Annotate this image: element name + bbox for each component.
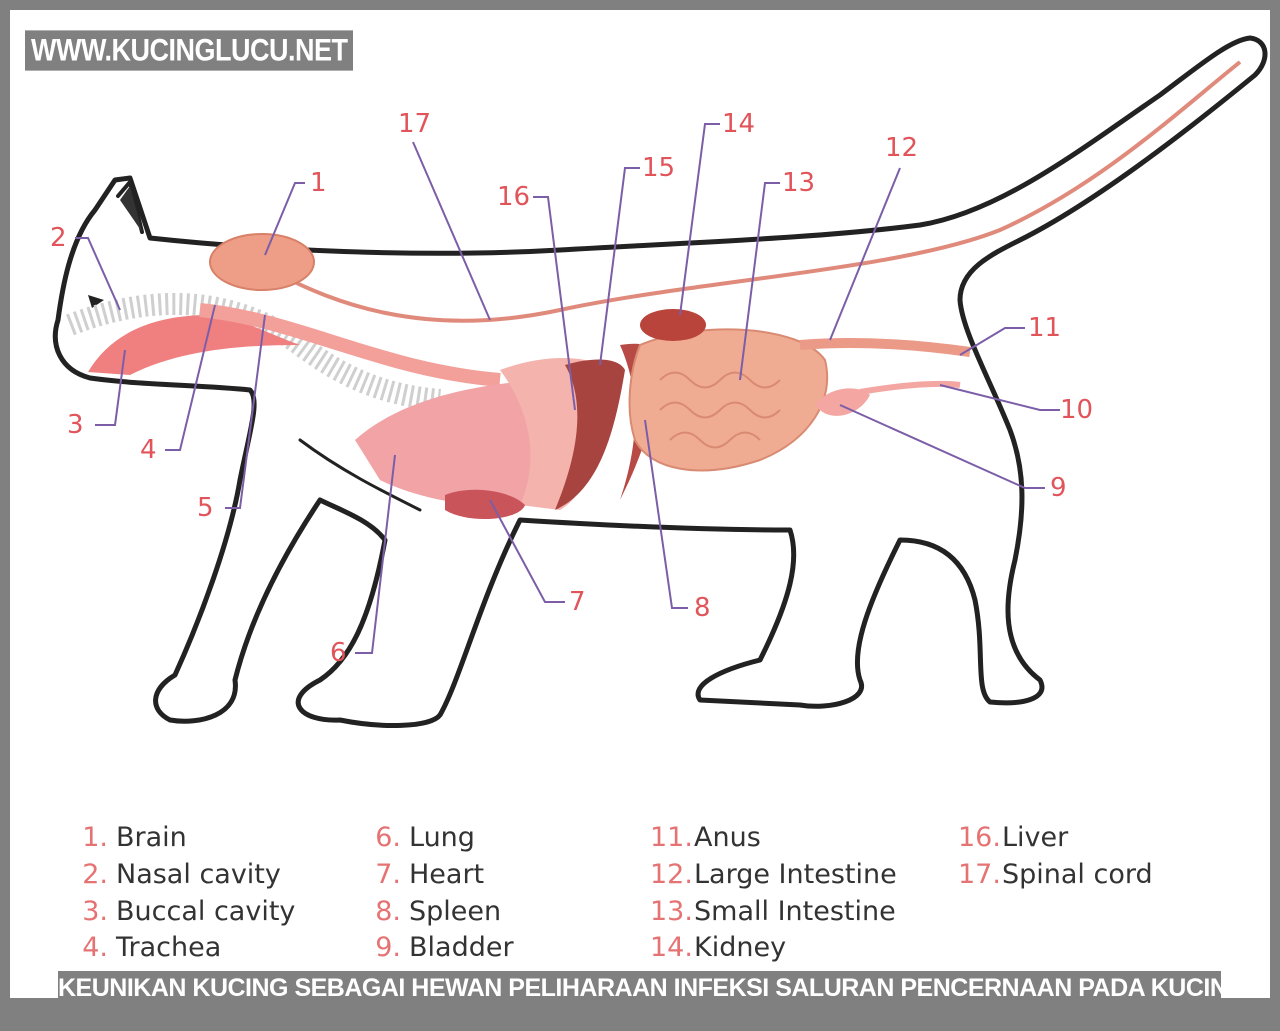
leader-16 (533, 196, 576, 411)
legend-item: 11.Anus (650, 822, 761, 853)
legend-item: 14.Kidney (650, 932, 786, 963)
leader-13 (739, 182, 780, 381)
cat-outline (52, 35, 1268, 728)
legend-label: Spinal cord (1002, 859, 1153, 890)
label-2: 2 (50, 223, 67, 253)
legend-label: Small Intestine (694, 896, 896, 927)
legend-number: 12. (650, 859, 693, 890)
bladder (815, 388, 870, 416)
legend-item: 9. Bladder (365, 932, 514, 963)
legend-number: 1. (82, 822, 108, 853)
legend-item: 12.Large Intestine (650, 859, 897, 890)
legend-label: Nasal cavity (116, 859, 281, 890)
legend-label: Bladder (409, 932, 514, 963)
legend-label: Kidney (694, 932, 787, 963)
legend-item: 16.Liver (958, 822, 1068, 853)
legend-item: 7. Heart (365, 859, 484, 890)
legend-label: Brain (116, 822, 187, 853)
legend-number: 16. (958, 822, 1001, 853)
label-15: 15 (642, 153, 676, 183)
legend-number: 11. (650, 822, 693, 853)
buccal-cavity (88, 315, 300, 375)
label-6: 6 (330, 638, 347, 668)
leader-1 (264, 182, 305, 256)
label-13: 13 (782, 168, 816, 198)
legend-number: 9. (375, 932, 401, 963)
label-17: 17 (398, 109, 432, 139)
heart (445, 489, 525, 520)
legend-number: 2. (82, 859, 108, 890)
leader-10 (939, 384, 1060, 411)
label-10: 10 (1060, 395, 1094, 425)
label-4: 4 (140, 435, 157, 465)
legend-number: 17. (958, 859, 1001, 890)
legend-number: 8. (375, 896, 401, 927)
legend-item: 8. Spleen (365, 896, 501, 927)
label-8: 8 (694, 593, 711, 623)
legend-item: 3. Buccal cavity (72, 896, 295, 927)
label-7: 7 (569, 587, 586, 617)
legend-label: Heart (409, 859, 485, 890)
kidney (640, 309, 706, 341)
leader-12 (829, 167, 901, 341)
label-16: 16 (497, 182, 531, 212)
legend-item: 2. Nasal cavity (72, 859, 281, 890)
leader-8 (644, 419, 688, 609)
legend-label: Large Intestine (694, 859, 897, 890)
legend-number: 6. (375, 822, 401, 853)
legend-number: 3. (82, 896, 108, 927)
legend-label: Lung (409, 822, 475, 853)
large-intestine (799, 337, 971, 357)
legend-item: 1. Brain (72, 822, 187, 853)
legend-item: 17.Spinal cord (958, 859, 1153, 890)
legend-label: Liver (1002, 822, 1069, 853)
legend-item: 4. Trachea (72, 932, 221, 963)
legend-number: 7. (375, 859, 401, 890)
label-12: 12 (885, 133, 919, 163)
leader-15 (599, 167, 640, 366)
legend-number: 4. (82, 932, 108, 963)
label-1: 1 (310, 168, 327, 198)
brain (209, 233, 315, 291)
small-intestine (628, 328, 829, 472)
legend-label: Anus (694, 822, 761, 853)
spinal-cord (279, 60, 1242, 323)
legend-number: 14. (650, 932, 693, 963)
legend-label: Spleen (409, 896, 502, 927)
legend-item: 6. Lung (365, 822, 475, 853)
leader-9 (839, 404, 1045, 489)
leader-14 (679, 123, 720, 316)
leader-17 (412, 141, 491, 321)
label-14: 14 (722, 109, 756, 139)
label-11: 11 (1028, 313, 1062, 343)
leader-11 (959, 327, 1025, 356)
legend-label: Trachea (116, 932, 222, 963)
label-9: 9 (1050, 473, 1067, 503)
site-watermark: WWW.KUCINGLUCU.NET (25, 30, 354, 71)
leader-3 (95, 349, 126, 426)
trachea (66, 293, 441, 411)
leader-4 (165, 304, 216, 451)
spleen (555, 359, 625, 510)
label-3: 3 (67, 410, 84, 440)
lung (355, 380, 554, 507)
label-5: 5 (197, 493, 214, 523)
legend-item: 13.Small Intestine (650, 896, 896, 927)
caption-banner: KEUNIKAN KUCING SEBAGAI HEWAN PELIHARAAN… (58, 971, 1247, 1006)
legend-label: Buccal cavity (116, 896, 296, 927)
leader-5 (225, 314, 266, 509)
legend-number: 13. (650, 896, 693, 927)
leader-2 (75, 237, 121, 311)
leader-6 (355, 454, 396, 654)
leader-7 (489, 499, 565, 603)
